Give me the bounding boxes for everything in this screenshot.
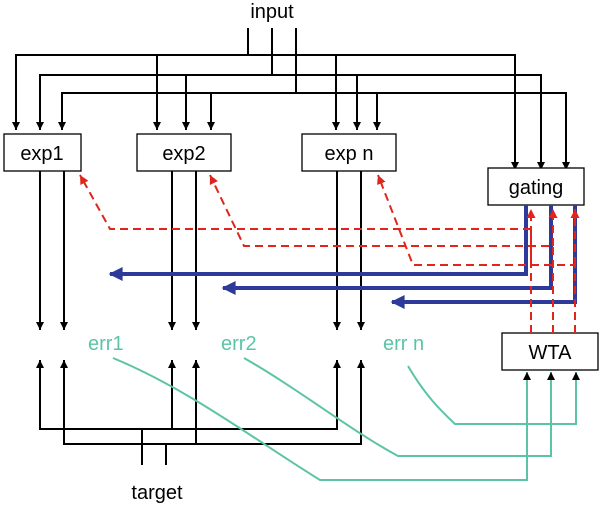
expert-box-2-label: exp2	[162, 143, 205, 165]
error-label-1: err1	[88, 333, 124, 355]
error-label-2: err2	[221, 333, 257, 355]
input-label: input	[250, 1, 294, 23]
gating-box-label: gating	[509, 177, 564, 199]
target-lines	[36, 360, 365, 465]
error-routing-lines	[112, 357, 580, 481]
error-label-n: err n	[383, 333, 424, 355]
input-lines	[12, 28, 570, 170]
feedback-red-dashed	[79, 174, 580, 333]
expert-box-2: exp2	[136, 133, 232, 172]
gating-box: gating	[487, 167, 585, 206]
wta-box-label: WTA	[529, 342, 573, 364]
expert-box-1-label: exp1	[20, 143, 63, 165]
wta-box: WTA	[501, 332, 599, 371]
expert-box-1: exp1	[3, 133, 82, 172]
expert-output-arrows	[36, 171, 365, 330]
expert-box-n-label: exp n	[325, 143, 374, 165]
target-label: target	[131, 482, 183, 504]
expert-box-n: exp n	[301, 133, 397, 172]
gating-output-arrows	[108, 205, 577, 309]
